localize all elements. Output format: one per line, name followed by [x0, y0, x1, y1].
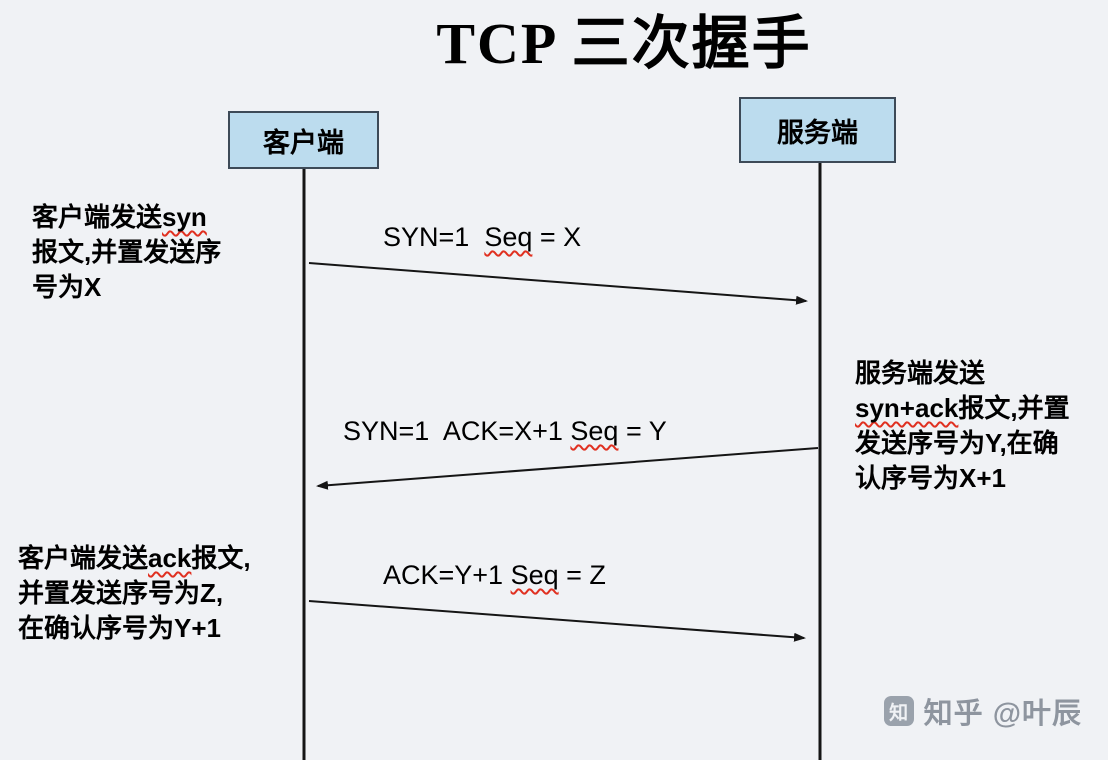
actor-box-client: 客户端: [228, 111, 379, 169]
message-label-syn-ack: SYN=1 ACK=X+1 Seq = Y: [343, 416, 667, 446]
diagram-title: TCP 三次握手: [436, 11, 812, 76]
zhihu-logo-icon: 知: [883, 696, 914, 726]
arrow-ack: [308, 600, 806, 642]
arrow-syn-ack: [316, 447, 819, 490]
note-client-ack: 客户端发送ack报文,并置发送序号为Z,在确认序号为Y+1: [18, 543, 251, 643]
watermark: 知 知乎 @叶辰: [883, 690, 1082, 732]
actor-server-label: 服务端: [777, 117, 858, 148]
arrow-syn: [308, 262, 808, 305]
watermark-text: 知乎 @叶辰: [923, 698, 1082, 730]
message-label-syn: SYN=1 Seq = X: [383, 222, 582, 252]
actor-client-label: 客户端: [263, 127, 344, 158]
message-label-ack: ACK=Y+1 Seq = Z: [383, 560, 606, 590]
actor-box-server: 服务端: [739, 97, 896, 163]
